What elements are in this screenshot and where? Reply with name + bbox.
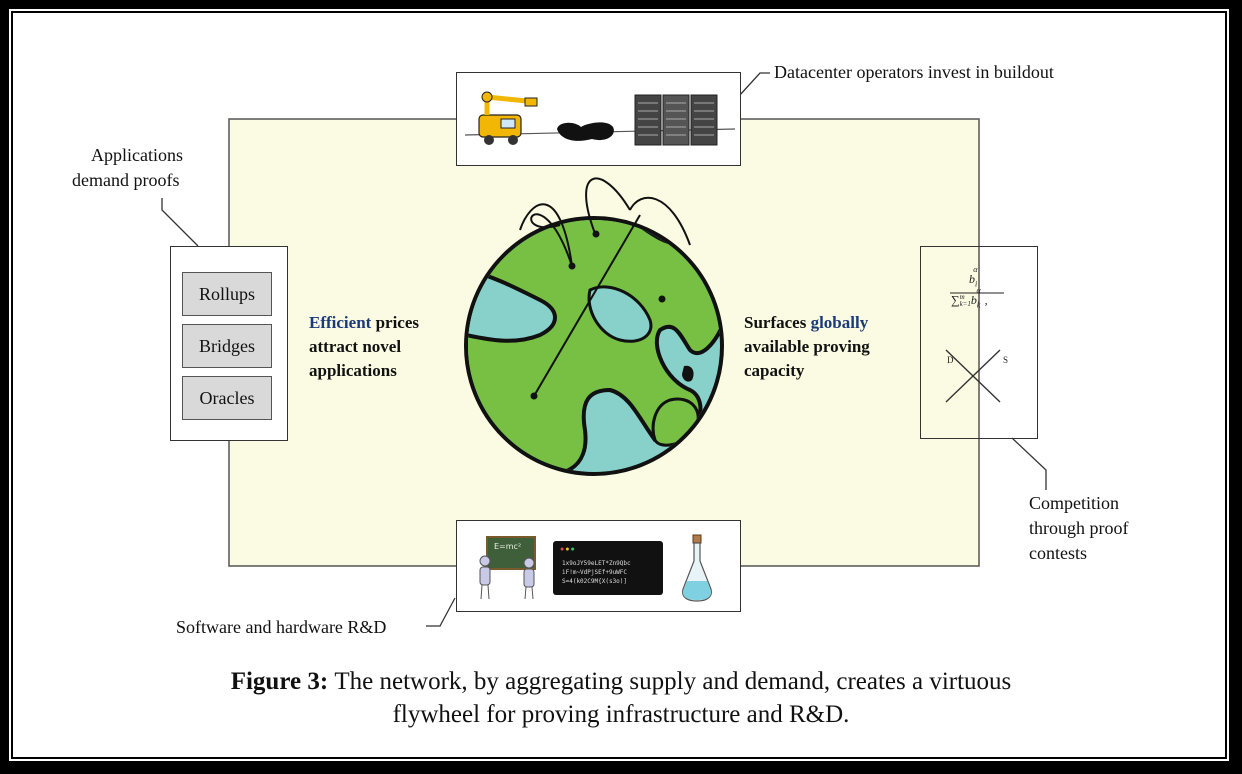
left-text-line3: applications — [309, 361, 397, 380]
formula-numerator-sub: i — [975, 279, 978, 289]
left-leader-line — [161, 198, 199, 247]
right-leader-line — [1011, 437, 1047, 490]
rollups-item: Rollups — [182, 272, 272, 316]
flask-icon — [682, 534, 712, 602]
terminal-line-3: S=4(k02C9M{X(s3o)] — [562, 578, 628, 585]
top-leader-line — [738, 72, 770, 97]
bridges-item: Bridges — [182, 324, 272, 368]
datacenter-illustration — [464, 91, 736, 146]
cable-icon — [557, 122, 614, 141]
researchers-illustration — [479, 536, 536, 600]
formula-sum-sub: k=1 — [959, 300, 971, 309]
right-label-line1: Competition — [1029, 493, 1119, 513]
globe-icon — [464, 177, 724, 476]
truck-icon — [478, 91, 538, 145]
blackboard-text: E=mc² — [494, 542, 522, 551]
terminal-line-2: iF!m~VdPjSEf+9uWFC — [562, 569, 628, 576]
demand-label: D — [947, 355, 954, 365]
bottom-leader-line — [426, 597, 456, 627]
right-label-line3: contests — [1029, 543, 1087, 563]
applications-box: Rollups Bridges Oracles — [170, 246, 288, 441]
formula-comma: , — [984, 293, 988, 307]
right-label-line2: through proof — [1029, 518, 1129, 538]
supply-curve — [945, 349, 1001, 403]
caption-text-2: flywheel for proving infrastructure and … — [392, 701, 850, 728]
caption-line-1: Figure 3: The network, by aggregating su… — [0, 665, 1242, 698]
figure-caption: Figure 3: The network, by aggregating su… — [0, 665, 1242, 731]
left-label-line1: Applications — [91, 145, 183, 165]
right-text-line1: Surfaces globally — [744, 311, 868, 335]
formula-numerator-sup: α — [973, 265, 978, 274]
right-text-line2: available proving — [744, 337, 870, 356]
right-text-highlight: globally — [810, 313, 869, 332]
formula-denominator-sup: α — [976, 286, 981, 295]
left-text-highlight: Efficient — [309, 313, 372, 332]
formula-sum: ∑ — [951, 293, 960, 307]
oracles-item: Oracles — [182, 376, 272, 420]
caption-label: Figure 3: — [230, 668, 329, 695]
right-text-line1-start: Surfaces — [744, 313, 811, 332]
formula-sum-sup: m — [959, 293, 965, 302]
formula-numerator: b — [969, 272, 975, 286]
formula-denominator: b — [970, 293, 977, 307]
terminal-window: ●●● 1x9oJY59eLET*Zn9Qbc iF!m~VdPjSEf+9uW… — [553, 541, 663, 595]
bottom-label: Software and hardware R&D — [176, 617, 387, 637]
top-label: Datacenter operators invest in buildout — [774, 62, 1054, 82]
left-text-line1: Efficient prices — [309, 311, 419, 335]
left-label-line2: demand proofs — [72, 170, 180, 190]
formula-denominator-sub: k — [976, 300, 981, 310]
terminal-dots: ●●● — [560, 545, 576, 553]
caption-text-1: The network, by aggregating supply and d… — [334, 668, 1012, 695]
server-rack-icon — [634, 94, 718, 146]
datacenter-box — [456, 72, 741, 166]
left-text-line2: attract novel — [309, 337, 402, 356]
researcher-icon — [479, 555, 535, 600]
right-text-line3: capacity — [744, 361, 805, 380]
terminal-line-1: 1x9oJY59eLET*Zn9Qbc — [562, 560, 631, 567]
supply-label: S — [1003, 355, 1009, 365]
left-text-line1-rest: prices — [371, 313, 420, 332]
